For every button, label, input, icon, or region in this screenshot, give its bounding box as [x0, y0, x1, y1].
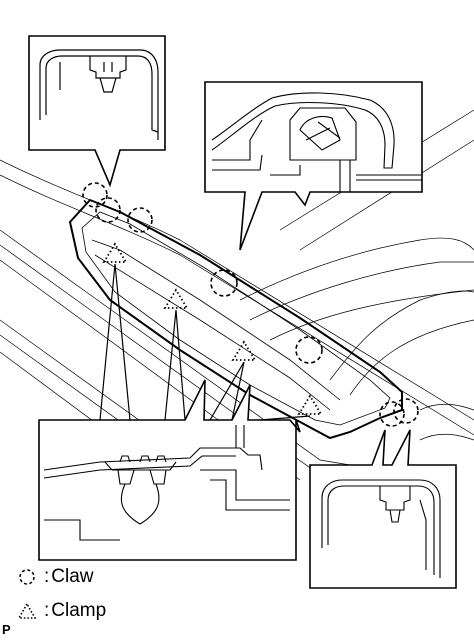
claw-symbol-icon	[19, 569, 35, 585]
legend-clamp: : Clamp	[16, 600, 106, 622]
legend-claw-label: Claw	[51, 566, 94, 587]
claw-markers	[82, 182, 419, 427]
clamp-marker	[297, 394, 323, 415]
claw-marker	[393, 398, 419, 424]
legend-claw: : Claw	[16, 566, 94, 588]
clamp-marker	[163, 288, 189, 309]
legend-clamp-separator: :	[44, 600, 50, 621]
clamp-symbol-icon	[17, 602, 37, 619]
scuff-plate	[68, 198, 403, 440]
legend-claw-separator: :	[44, 566, 50, 587]
claw-marker	[210, 269, 238, 297]
clamp-marker	[231, 340, 257, 361]
callout-top-right	[204, 81, 423, 251]
claw-marker	[82, 182, 108, 208]
clamp-marker	[102, 242, 128, 263]
legend-clamp-label: Clamp	[51, 600, 107, 621]
claw-marker	[379, 401, 405, 427]
leader-lines	[99, 263, 311, 421]
callout-top-left	[28, 35, 166, 188]
callout-bottom-right	[309, 429, 457, 589]
claw-marker	[295, 336, 323, 364]
claw-marker	[127, 207, 153, 233]
corner-mark: P	[2, 622, 11, 637]
clamp-markers	[102, 242, 323, 415]
callout-bottom-left	[38, 379, 301, 561]
claw-marker	[95, 197, 121, 223]
